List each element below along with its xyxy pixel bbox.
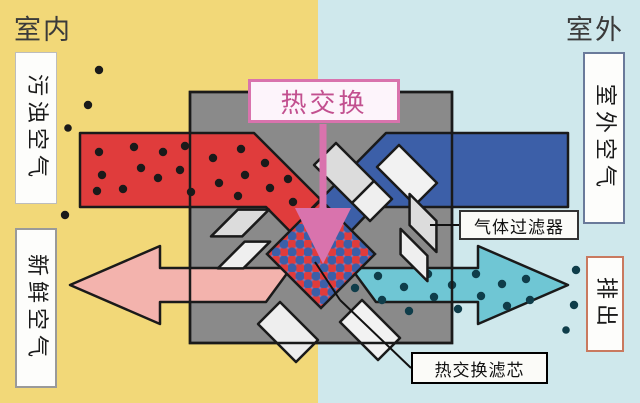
callout-heat-exchange: 热交换 [248, 79, 400, 123]
ambient-outdoor-particles [562, 265, 581, 334]
label-fresh-air-text: 新鲜空气 [24, 253, 50, 363]
gas-filter-blocks [209, 141, 439, 364]
label-polluted-air: 污浊空气 [15, 52, 57, 204]
stream-fresh-air [68, 213, 332, 326]
callout-heat-exchange-core-filter: 热交换滤芯 [411, 352, 548, 384]
leader-core-filter-b [314, 261, 341, 301]
page-title-outdoor: 室外 [566, 15, 624, 46]
exhaust-air-particles [350, 269, 535, 316]
label-polluted-air-text: 污浊空气 [24, 73, 50, 183]
stream-exhaust-air [310, 213, 570, 326]
label-outdoor-air-text: 室外空气 [592, 83, 618, 193]
leader-core-filter-a [339, 299, 412, 369]
label-exhaust: 排出 [586, 256, 624, 352]
page-title-indoor: 室内 [14, 15, 72, 46]
label-outdoor-air: 室外空气 [583, 52, 625, 224]
callout-gas-filter: 气体过滤器 [459, 210, 579, 240]
label-fresh-air: 新鲜空气 [15, 228, 57, 388]
ambient-indoor-particles [60, 65, 104, 220]
polluted-air-particles [92, 141, 298, 207]
label-exhaust-text: 排出 [593, 276, 619, 332]
callout-leader-lines [314, 224, 459, 369]
